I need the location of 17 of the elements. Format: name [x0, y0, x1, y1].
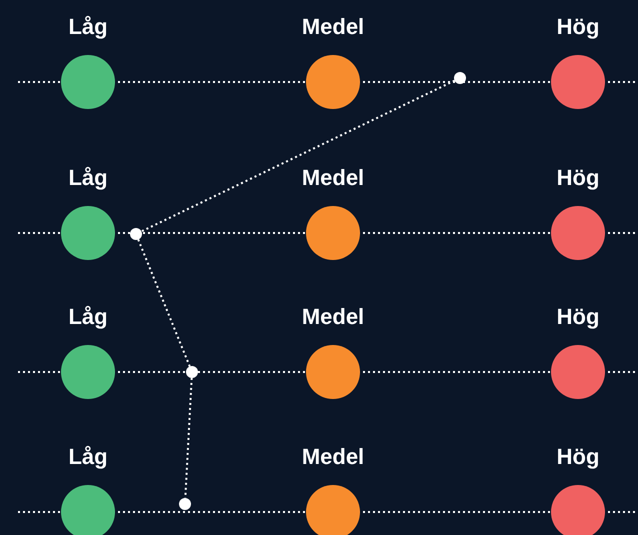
connection-dot [454, 72, 466, 84]
level-label: Hög [556, 14, 600, 40]
connection-dot [179, 498, 191, 510]
level-label: Hög [556, 165, 600, 191]
connection-dot [130, 228, 142, 240]
connection-dot [186, 366, 198, 378]
level-label: Hög [556, 444, 600, 470]
level-label: Låg [68, 304, 108, 330]
level-label: Hög [556, 304, 600, 330]
level-label: Låg [68, 165, 108, 191]
level-label: Låg [68, 444, 108, 470]
level-label: Medel [302, 444, 364, 470]
level-label: Medel [302, 14, 364, 40]
level-label: Låg [68, 14, 108, 40]
connector-line [137, 239, 191, 367]
level-label: Medel [302, 165, 364, 191]
level-label: Medel [302, 304, 364, 330]
